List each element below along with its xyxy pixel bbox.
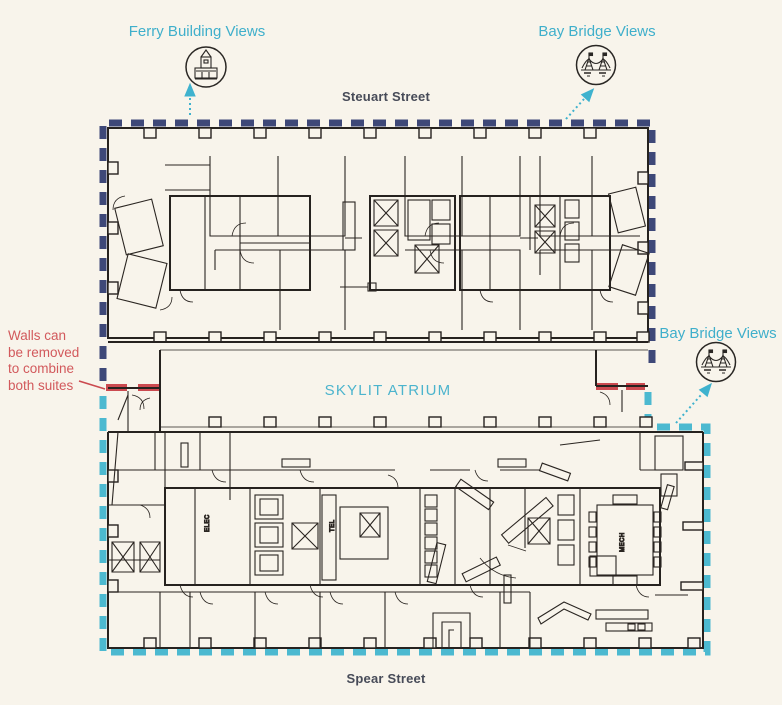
- bay-views-top-label: Bay Bridge Views: [538, 23, 656, 40]
- door-arcs-upper: [112, 195, 614, 311]
- upper-suite-rooms: [165, 156, 640, 330]
- ferry-views-label: Ferry Building Views: [128, 23, 266, 40]
- note-line: Walls can: [8, 328, 67, 343]
- atrium-columns: [208, 416, 653, 428]
- right-connector-rooms: [595, 350, 648, 412]
- lower-suite-walls: ELEC TEL MECH: [107, 431, 704, 649]
- lower-suite-top-rooms: [108, 431, 684, 519]
- note-line: to combine: [8, 361, 75, 376]
- note-line: both suites: [8, 377, 74, 393]
- ferry-building-icon: [185, 46, 227, 88]
- lower-suite-core: ELEC TEL MECH: [112, 487, 661, 598]
- room-label-mech: MECH: [620, 532, 626, 552]
- upper-suite-dashed-border: [99, 119, 656, 381]
- skylit-atrium-label: SKYLIT ATRIUM: [324, 382, 452, 399]
- bay-bridge-icon-right: [695, 341, 737, 383]
- bay-views-right-label: Bay Bridge Views: [659, 325, 777, 342]
- note-pointer-line: [78, 380, 106, 390]
- atrium-walls: [108, 341, 703, 433]
- upper-suite-walls: [107, 127, 650, 343]
- street-label-steuart: Steuart Street: [341, 89, 431, 104]
- left-connector-rooms: [108, 350, 161, 432]
- lower-suite-bottom-rooms: [108, 559, 531, 648]
- open-office-furniture: [426, 462, 688, 632]
- note-line: be removed: [8, 344, 80, 360]
- upper-suite-angled-rooms: [114, 198, 168, 309]
- structural-columns-lower: [107, 461, 704, 649]
- view-arrows: [184, 82, 712, 424]
- removable-walls-note: Walls can be removed to combine both sui…: [8, 328, 79, 394]
- room-label-tel: TEL: [330, 519, 336, 532]
- bay-views-top-arrow: [565, 98, 585, 120]
- bay-views-right-arrow: [675, 394, 702, 424]
- bay-bridge-icon-top: [575, 44, 617, 86]
- lower-suite-dashed-border: [99, 389, 711, 656]
- street-label-spear: Spear Street: [346, 671, 426, 686]
- upper-suite-core: [169, 187, 650, 296]
- structural-columns: [107, 127, 650, 343]
- room-label-elec: ELEC: [205, 514, 211, 532]
